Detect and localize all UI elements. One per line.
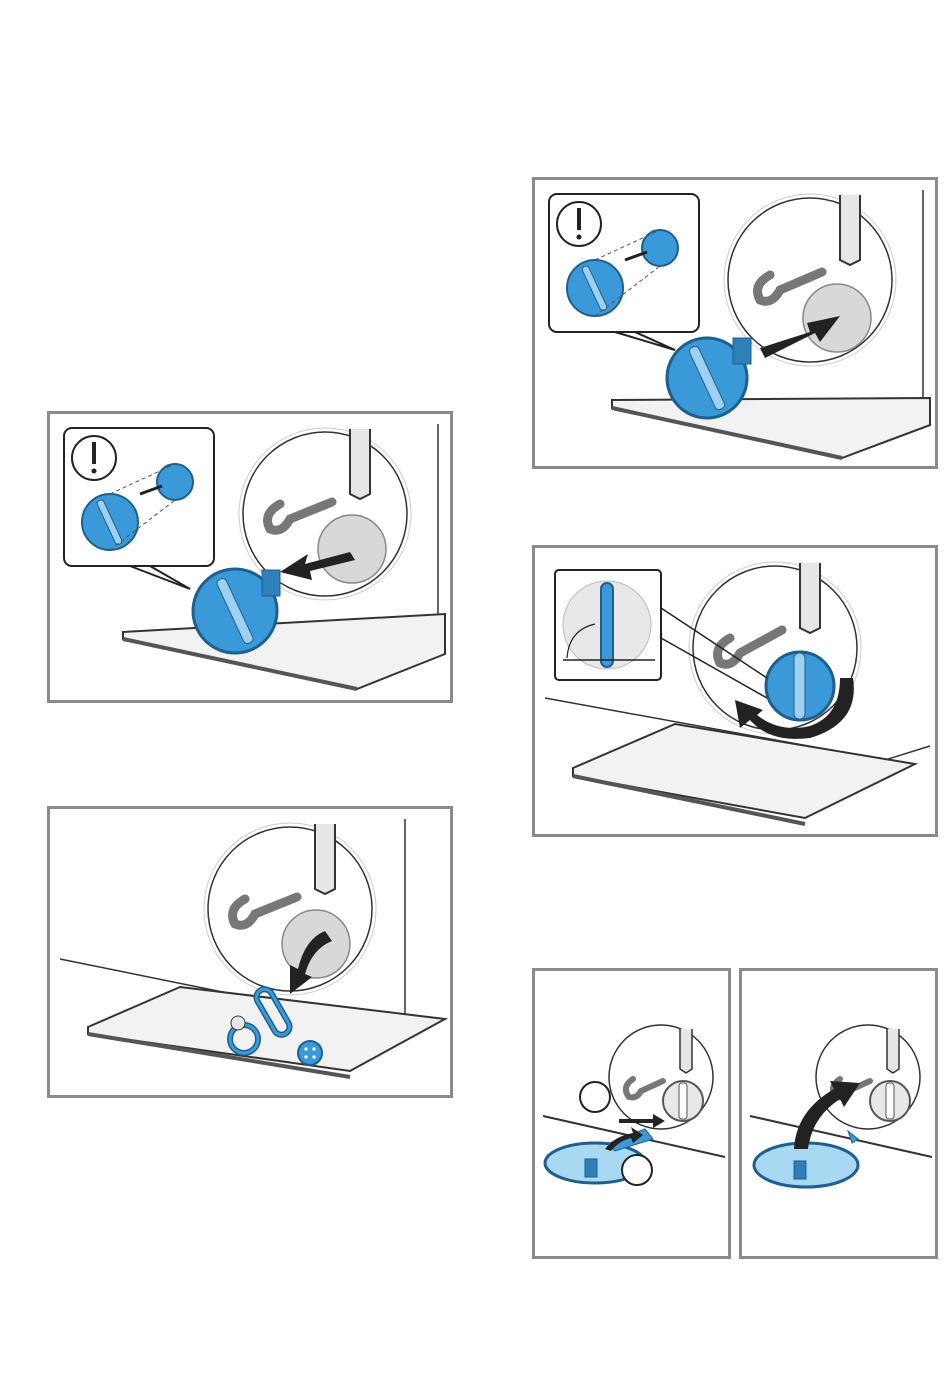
figure-close-cover xyxy=(739,968,938,1259)
close-cover-illustration xyxy=(742,971,938,1259)
figure-remove-filter xyxy=(47,411,453,703)
attach-cover-illustration xyxy=(535,971,731,1259)
figure-attach-cover xyxy=(532,968,731,1259)
callout-2 xyxy=(621,1154,653,1186)
turn-filter-illustration xyxy=(535,548,938,837)
remove-filter-illustration xyxy=(50,414,453,703)
figure-insert-filter xyxy=(532,177,938,469)
figure-clean-debris xyxy=(47,806,453,1098)
callout-1 xyxy=(579,1081,611,1113)
insert-filter-illustration xyxy=(535,180,938,469)
figure-turn-filter xyxy=(532,545,938,837)
clean-debris-illustration xyxy=(50,809,453,1098)
button-icon xyxy=(298,1041,322,1065)
